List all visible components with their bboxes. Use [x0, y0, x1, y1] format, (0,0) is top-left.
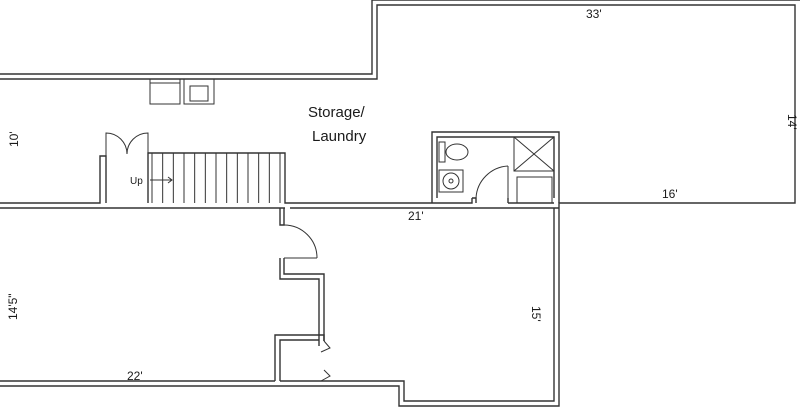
room-label-laundry: Laundry — [312, 128, 367, 145]
dim-right-room-height: 15' — [529, 306, 543, 322]
dim-left-upper-height: 10' — [7, 131, 21, 147]
dim-top-width: 33' — [586, 7, 602, 21]
dim-bottom-width: 22' — [127, 369, 143, 383]
washer-dryer — [149, 78, 215, 105]
closet-walls — [274, 208, 331, 382]
interior-wall-horizontal — [0, 152, 559, 209]
dim-left-lower-height: 14'5" — [6, 293, 20, 320]
double-door — [105, 132, 149, 156]
dim-center-wall: 21' — [408, 209, 424, 223]
dryer-icon — [183, 78, 215, 105]
stair-label-up: Up — [130, 176, 143, 187]
dim-bath-wall: 16' — [662, 187, 678, 201]
staircase — [151, 153, 281, 203]
washer-icon — [149, 78, 181, 105]
shower-icon — [513, 136, 555, 172]
dim-right-height: 14' — [785, 114, 799, 130]
sink-icon — [438, 169, 464, 193]
stair-arrow-icon — [150, 176, 173, 184]
room-label-storage: Storage/ — [308, 104, 366, 121]
toilet-icon — [445, 143, 469, 161]
bathroom — [431, 131, 560, 204]
toilet-tank-icon — [438, 141, 446, 163]
